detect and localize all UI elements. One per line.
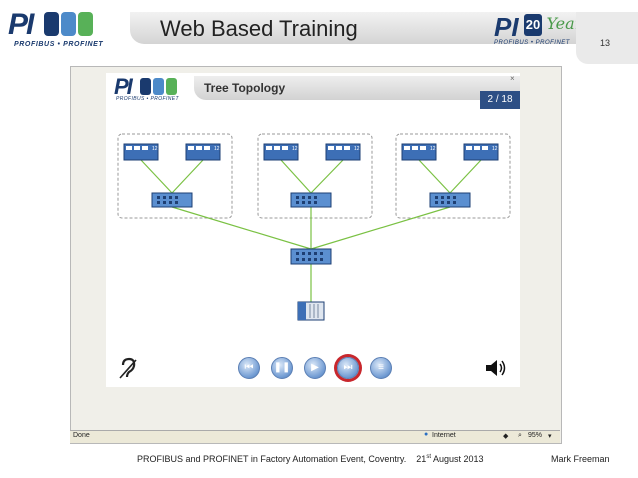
module-title-bar: [194, 76, 520, 100]
device-group-box: [257, 133, 373, 219]
anniv-number: 20: [524, 14, 543, 36]
footer-date-day: 21: [416, 454, 427, 464]
io-device-icon: 12: [263, 143, 299, 161]
logo-square-icon: [61, 12, 76, 36]
slide-number: 13: [600, 38, 611, 48]
skip-back-icon: ⏮: [244, 362, 254, 373]
status-text: Done: [73, 432, 90, 439]
hearing-icon[interactable]: [118, 357, 138, 379]
footer-author: Mark Freeman: [551, 454, 610, 464]
io-device-icon: 12: [401, 143, 437, 161]
io-device-icon: 12: [123, 143, 159, 161]
switch-icon: [151, 192, 193, 208]
module-title: Tree Topology: [204, 81, 286, 95]
play-icon: ▶: [311, 362, 319, 373]
security-zone: Internet: [432, 432, 456, 439]
globe-icon: ●: [424, 431, 429, 438]
zoom-level[interactable]: 95%: [528, 432, 543, 439]
title-bar: [130, 12, 598, 44]
io-device-icon: 12: [185, 143, 221, 161]
footer-event: PROFIBUS and PROFINET in Factory Automat…: [137, 454, 484, 464]
device-label: 12: [492, 146, 498, 152]
controller-plc-icon: [297, 301, 325, 321]
browser-status-bar: Done ● Internet ◆ ⌕ 95% ▾: [70, 430, 560, 443]
pause-icon: ❚❚: [273, 362, 291, 373]
io-device-icon: 12: [325, 143, 361, 161]
slide-progress-badge: 2 / 18: [480, 91, 520, 109]
footer-event-text: PROFIBUS and PROFINET in Factory Automat…: [137, 454, 407, 464]
next-button[interactable]: ⏭: [337, 357, 359, 379]
footer-date-suffix: st: [426, 454, 431, 460]
pi-20-tagline: PROFIBUS • PROFINET: [494, 40, 570, 46]
logo-square-icon: [78, 12, 93, 36]
menu-button[interactable]: ≡: [370, 357, 392, 379]
root-switch-icon: [290, 248, 332, 265]
logo-square-icon: [153, 78, 164, 95]
logo-square-icon: [166, 78, 177, 95]
switch-icon: [290, 192, 332, 208]
chevron-down-icon[interactable]: ▾: [548, 433, 552, 440]
io-device-icon: 12: [463, 143, 499, 161]
play-button[interactable]: ▶: [304, 357, 326, 379]
training-content-panel: [106, 73, 520, 387]
slide-number-badge: [576, 12, 638, 64]
menu-icon: ≡: [378, 362, 384, 373]
speaker-icon[interactable]: [484, 358, 508, 378]
network-links: [140, 159, 482, 302]
skip-forward-icon: ⏭: [343, 362, 353, 373]
pi-logo-letters: PI: [8, 8, 34, 41]
switch-icon: [429, 192, 471, 208]
logo-square-icon: [140, 78, 151, 95]
module-pi-tagline: PROFIBUS • PROFINET: [116, 96, 179, 102]
logo-square-icon: [44, 12, 59, 36]
pi-logo: PI PROFIBUS • PROFINET: [8, 10, 104, 52]
page-title: Web Based Training: [160, 16, 358, 41]
module-pi-logo-letters: PI: [114, 74, 133, 99]
zoom-icon[interactable]: ⌕: [518, 432, 522, 439]
close-icon[interactable]: ×: [510, 74, 515, 83]
device-label: 12: [354, 146, 360, 152]
device-label: 12: [292, 146, 298, 152]
device-group-box: [395, 133, 511, 219]
device-label: 12: [152, 146, 158, 152]
skip-back-button[interactable]: ⏮: [238, 357, 260, 379]
device-label: 12: [214, 146, 220, 152]
device-label: 12: [430, 146, 436, 152]
pi-20-logo-letters: PI: [494, 12, 519, 42]
pi-logo-tagline: PROFIBUS • PROFINET: [14, 41, 104, 48]
device-group-box: [117, 133, 233, 219]
footer-date-rest: August 2013: [430, 454, 484, 464]
pause-button[interactable]: ❚❚: [271, 357, 293, 379]
protected-mode-icon: ◆: [503, 433, 509, 440]
